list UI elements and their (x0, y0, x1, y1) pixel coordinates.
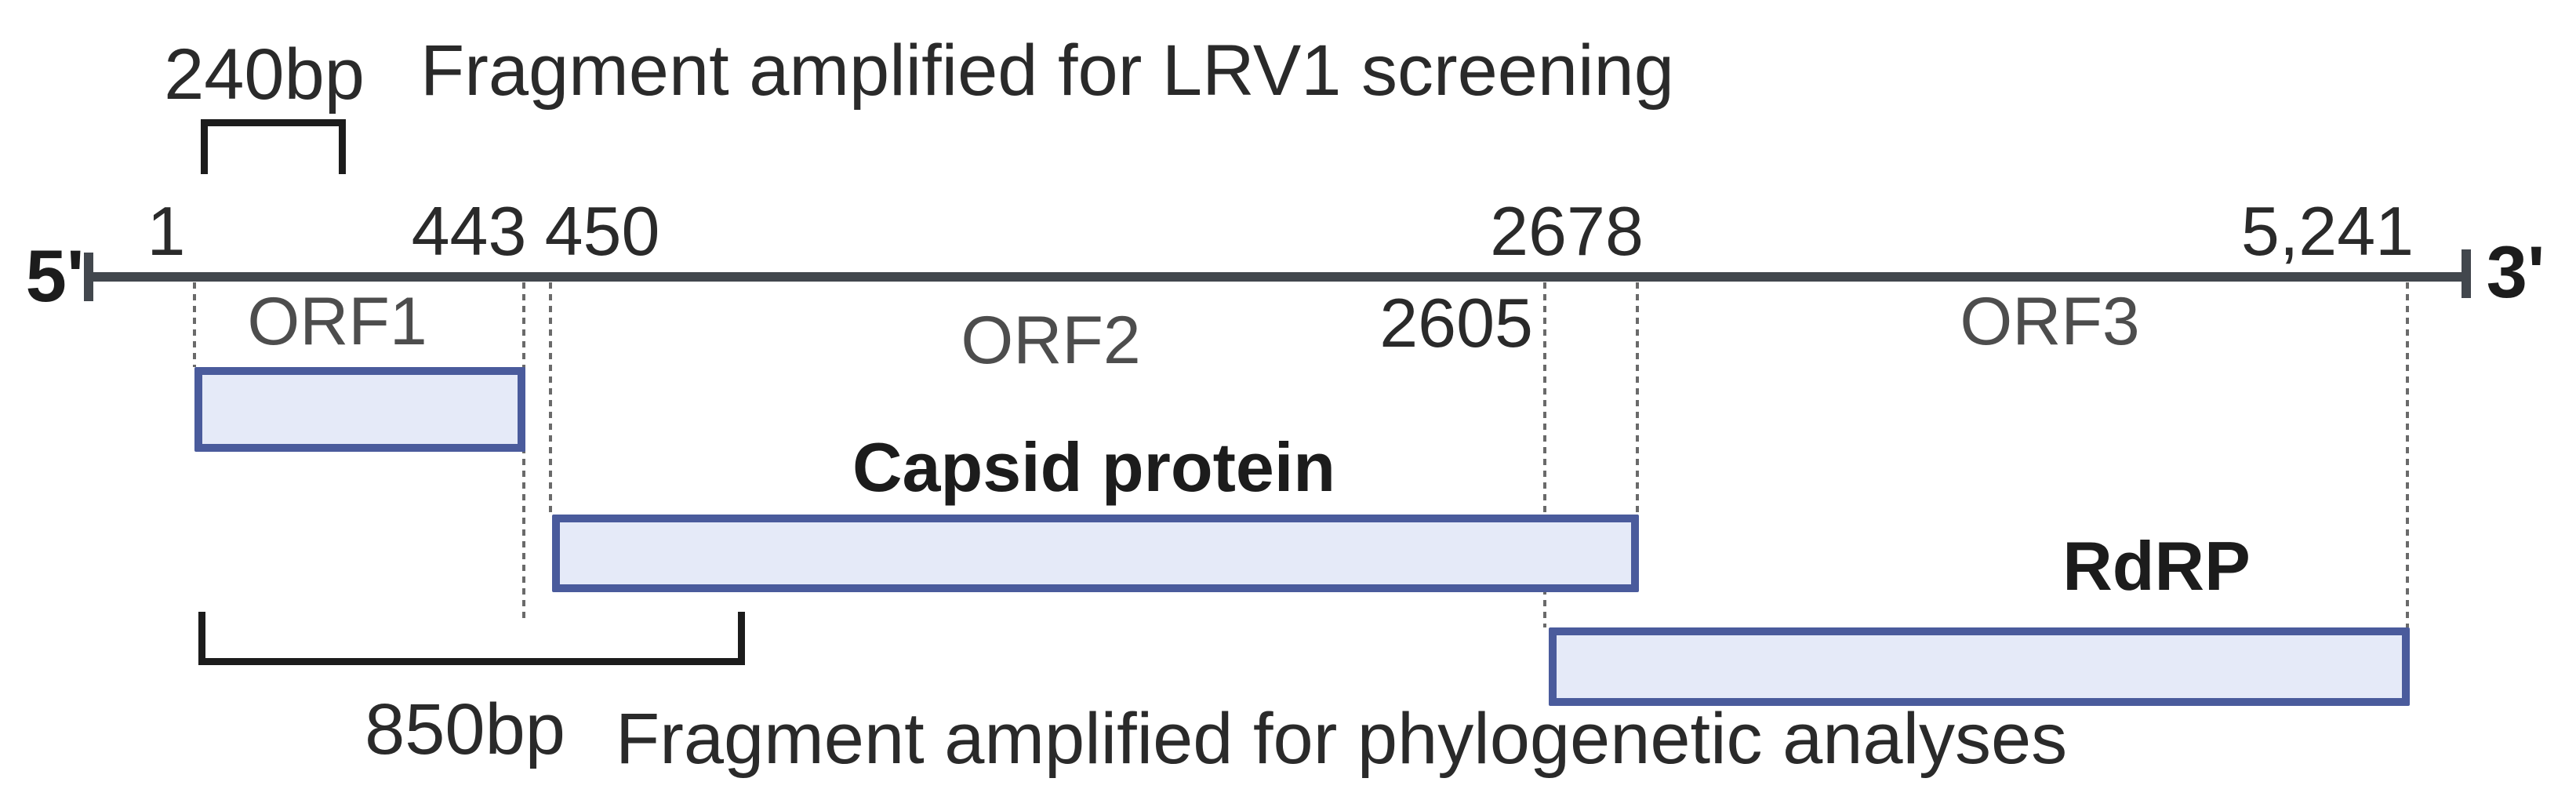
screening-fragment-size-label: 240bp (164, 35, 365, 115)
rdrp-label: RdRP (2062, 527, 2251, 605)
three-prime-label: 3' (2486, 231, 2545, 313)
position-label-5241: 5,241 (2240, 192, 2414, 270)
phylo-fragment-bracket (198, 612, 745, 665)
guide-line-position-5241 (2406, 282, 2409, 627)
guide-line-position-1 (193, 282, 196, 367)
genome-axis-line (92, 272, 2467, 282)
orf1-box (194, 367, 525, 452)
screening-fragment-bracket (201, 119, 346, 174)
orf3-label: ORF3 (1960, 284, 2140, 359)
position-label-2678: 2678 (1490, 192, 1644, 270)
orf2-label: ORF2 (961, 303, 1141, 378)
guide-line-position-2605 (1543, 282, 1546, 627)
orf2-capsid-box (552, 515, 1639, 592)
guide-line-position-450 (549, 282, 552, 516)
phylo-fragment-size-label: 850bp (365, 689, 565, 769)
axis-end-tick-right (2462, 249, 2471, 298)
capsid-protein-label: Capsid protein (852, 428, 1336, 506)
position-label-443: 443 (411, 192, 527, 270)
orf3-rdrp-box (1549, 627, 2410, 706)
position-label-450: 450 (544, 192, 660, 270)
axis-end-tick-left (84, 253, 93, 301)
orf1-label: ORF1 (247, 284, 427, 359)
screening-caption: Fragment amplified for LRV1 screening (420, 31, 1674, 111)
guide-line-position-2678 (1636, 282, 1639, 516)
five-prime-label: 5' (25, 235, 85, 317)
position-label-2605: 2605 (1379, 284, 1533, 362)
position-label-1: 1 (147, 192, 186, 270)
phylo-caption: Fragment amplified for phylogenetic anal… (616, 699, 2068, 779)
